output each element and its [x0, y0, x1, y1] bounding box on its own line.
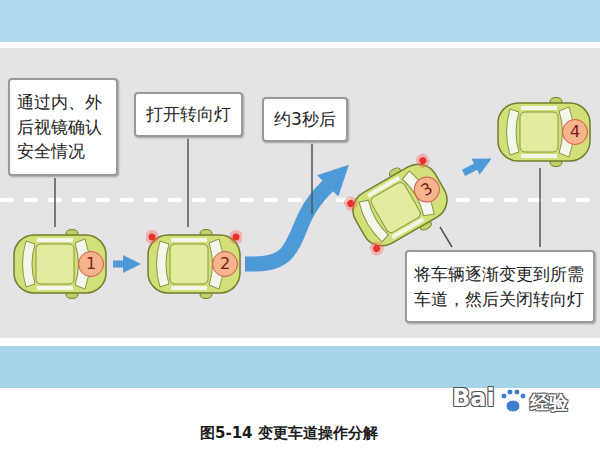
signal-glow: [229, 230, 242, 244]
callout-box: 打开转向灯: [134, 92, 243, 137]
signal-light: [346, 199, 356, 209]
side-window: [367, 176, 400, 197]
callout-number: 4: [562, 119, 588, 145]
paw-toe: [514, 389, 520, 395]
paw-pad: [506, 400, 520, 412]
side-window: [521, 154, 557, 158]
rear-window: [157, 241, 170, 287]
side-window: [521, 106, 557, 110]
leader-line: [539, 168, 541, 247]
roof: [170, 244, 208, 284]
car-body: [346, 157, 455, 253]
rear-window: [507, 109, 520, 155]
car-figure: 4: [496, 97, 592, 167]
car-figure: 1: [12, 229, 108, 299]
car-figure: 2: [146, 229, 242, 299]
side-window: [171, 286, 207, 290]
signal-glow: [146, 230, 159, 244]
lane-change-arrow: [245, 182, 332, 264]
callout-box: 约3秒后: [262, 97, 348, 142]
callout-box: 将车辆逐渐变更到所需车道，然后关闭转向灯: [405, 250, 595, 323]
paw-toe: [501, 393, 507, 399]
paw-toe: [507, 389, 513, 395]
car-body: [14, 235, 106, 293]
lane-edge: [0, 338, 600, 346]
side-window: [391, 218, 424, 239]
roof: [520, 112, 558, 152]
callout-text: 约3秒后: [274, 107, 336, 132]
paw-icon: [501, 389, 526, 412]
lane-change-arrow: [113, 261, 127, 268]
car-drawing: [341, 151, 459, 260]
paw-toe: [520, 393, 526, 399]
signal-glow: [341, 194, 360, 213]
side-window: [37, 238, 73, 242]
top-band: [0, 0, 600, 42]
watermark-text: 经验: [530, 390, 568, 416]
signal-light: [372, 244, 382, 254]
leader-line: [54, 178, 56, 227]
signal-light: [233, 234, 240, 241]
center-dashed-line: [0, 198, 600, 202]
side-window: [37, 286, 73, 290]
watermark-text: Bai: [452, 384, 495, 412]
callout-number: 2: [212, 251, 238, 277]
car-body: [498, 103, 590, 161]
signal-light: [418, 156, 428, 166]
callout-text: 将车辆逐渐变更到所需车道，然后关闭转向灯: [414, 262, 586, 311]
callout-number: 1: [78, 251, 104, 277]
callout-box: 通过内、外后视镜确认安全情况: [8, 78, 118, 176]
leader-line: [311, 144, 313, 214]
car-body: [148, 235, 240, 293]
signal-glow: [367, 239, 386, 258]
callout-text: 通过内、外后视镜确认安全情况: [17, 90, 109, 164]
signal-light: [149, 234, 156, 241]
bottom-band: [0, 346, 600, 388]
leader-line: [187, 139, 189, 227]
roof: [36, 244, 74, 284]
side-window: [171, 238, 207, 242]
road-surface: [0, 48, 600, 338]
figure-caption: 图5-14 变更车道操作分解: [200, 424, 378, 443]
signal-glow: [413, 151, 432, 170]
lane-change-arrow: [464, 165, 479, 173]
callout-text: 打开转向灯: [146, 102, 231, 127]
rear-window: [23, 241, 36, 287]
leader-line: [440, 227, 452, 247]
lane-edge: [0, 42, 600, 48]
car-figure: 3: [341, 151, 459, 260]
